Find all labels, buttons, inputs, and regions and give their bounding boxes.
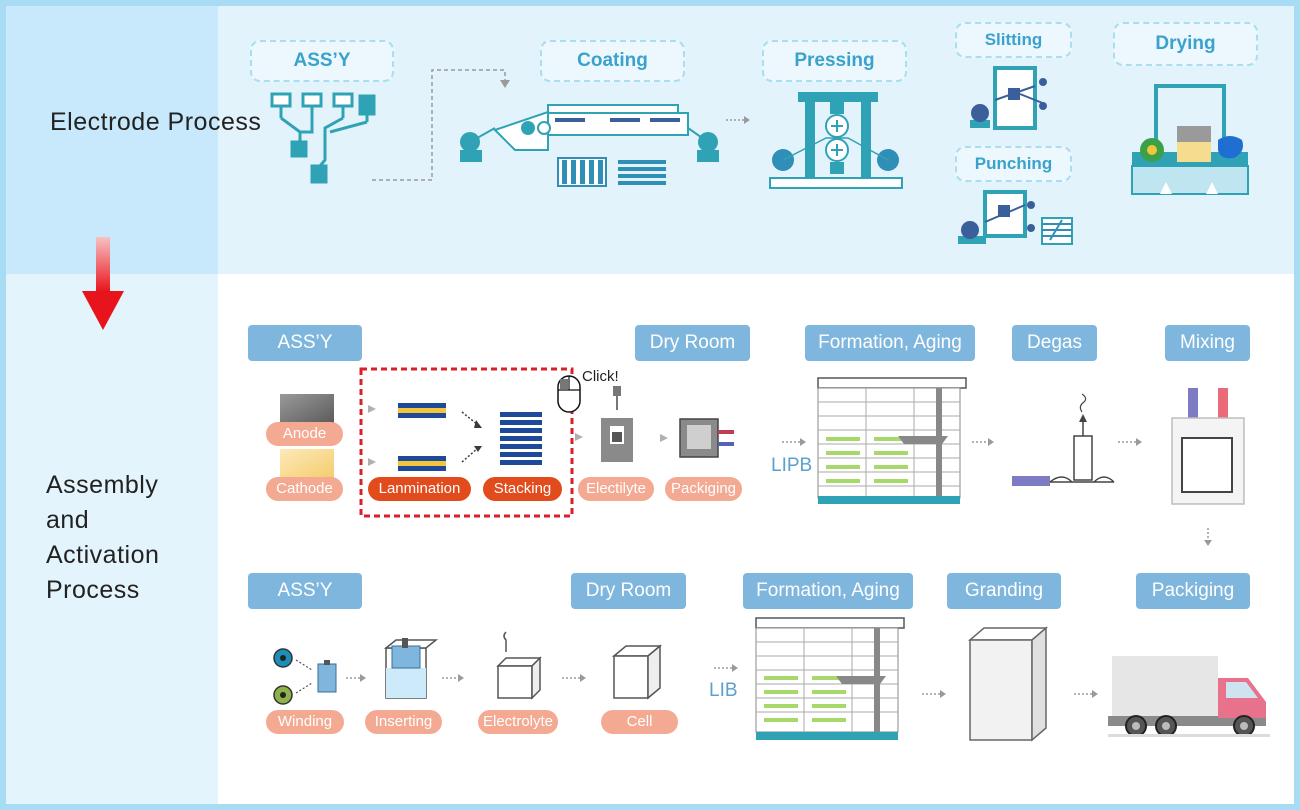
mixing-label: Mixing bbox=[1165, 325, 1250, 361]
grading-label: Granding bbox=[947, 573, 1061, 609]
punching-label: Punching bbox=[955, 146, 1072, 182]
winding-rolls-icon bbox=[273, 648, 337, 705]
mixing-pouch-icon bbox=[1171, 388, 1245, 505]
formation-rack-icon-lipb bbox=[817, 377, 967, 504]
lib-packaging-label: Packiging bbox=[1136, 573, 1250, 609]
stack-arrows bbox=[461, 411, 482, 463]
inserting-can-icon bbox=[383, 638, 439, 699]
punching-machine-icon bbox=[958, 190, 1073, 245]
lib-panel-arrows bbox=[346, 674, 586, 682]
degas-icon bbox=[1012, 393, 1115, 486]
coating-machine-icon bbox=[460, 104, 719, 187]
packaging-pouch-icon bbox=[679, 418, 734, 458]
cell-label: Cell bbox=[601, 710, 678, 734]
highlight-box bbox=[359, 367, 574, 518]
laminated-cell-icon bbox=[398, 403, 446, 471]
winding-label: Winding bbox=[266, 710, 344, 734]
pressing-machine-icon bbox=[769, 92, 903, 189]
flow-arrows bbox=[368, 405, 668, 466]
slitting-machine-icon bbox=[970, 66, 1047, 130]
coating-label: Coating bbox=[540, 40, 685, 82]
stacked-cell-icon bbox=[500, 412, 542, 465]
assy-to-coating-arrow bbox=[372, 69, 506, 181]
lib-flow-arrows bbox=[714, 664, 1098, 698]
anode-sheet bbox=[280, 394, 334, 424]
cathode-label: Cathode bbox=[266, 477, 343, 501]
lib-dry-room-label: Dry Room bbox=[571, 573, 686, 609]
lipb-flow-arrows bbox=[782, 438, 1212, 546]
lipb-electrolyte-label: Electilyte bbox=[578, 477, 654, 501]
lipb-dry-room-label: Dry Room bbox=[635, 325, 750, 361]
slitting-label: Slitting bbox=[955, 22, 1072, 58]
assembly-section-header bbox=[6, 274, 218, 804]
lipb-assy-label: ASS’Y bbox=[248, 325, 362, 361]
drying-label: Drying bbox=[1113, 22, 1258, 66]
lipb-tag: LIPB bbox=[771, 455, 813, 476]
electrolyte-pouch-icon bbox=[601, 386, 633, 462]
lipb-formation-label: Formation, Aging bbox=[805, 325, 975, 361]
cathode-sheet bbox=[280, 449, 334, 479]
electrode-assy-label: ASS’Y bbox=[250, 40, 394, 82]
drying-oven-icon bbox=[1131, 84, 1249, 195]
arrowhead bbox=[500, 80, 510, 88]
lib-assy-label: ASS’Y bbox=[248, 573, 362, 609]
cell-box-icon bbox=[611, 644, 663, 700]
lamination-label[interactable]: Lanmination bbox=[368, 477, 471, 501]
delivery-truck-icon bbox=[1108, 656, 1270, 737]
assembly-process-label: Assembly and Activation Process bbox=[46, 471, 160, 604]
formation-rack-icon-lib bbox=[755, 617, 905, 740]
stacking-label[interactable]: Stacking bbox=[483, 477, 562, 501]
electrode-section-header bbox=[6, 6, 218, 274]
lib-formation-label: Formation, Aging bbox=[743, 573, 913, 609]
lib-tag: LIB bbox=[709, 680, 738, 701]
pressing-label: Pressing bbox=[762, 40, 907, 82]
process-direction-arrow bbox=[82, 237, 124, 330]
mouse-icon bbox=[557, 375, 581, 413]
lib-electrolyte-label: Electrolyte bbox=[478, 710, 558, 734]
electrode-process-label: Electrode Process bbox=[50, 108, 262, 136]
anode-label: Anode bbox=[266, 422, 343, 446]
electrolyte-cell-icon bbox=[496, 631, 542, 700]
grading-box-icon bbox=[967, 626, 1049, 742]
mixing-manifold-icon bbox=[270, 92, 376, 184]
lipb-packaging-label: Packiging bbox=[665, 477, 742, 501]
inserting-label: Inserting bbox=[365, 710, 442, 734]
click-callout: Click! bbox=[582, 368, 619, 385]
degas-label: Degas bbox=[1012, 325, 1097, 361]
